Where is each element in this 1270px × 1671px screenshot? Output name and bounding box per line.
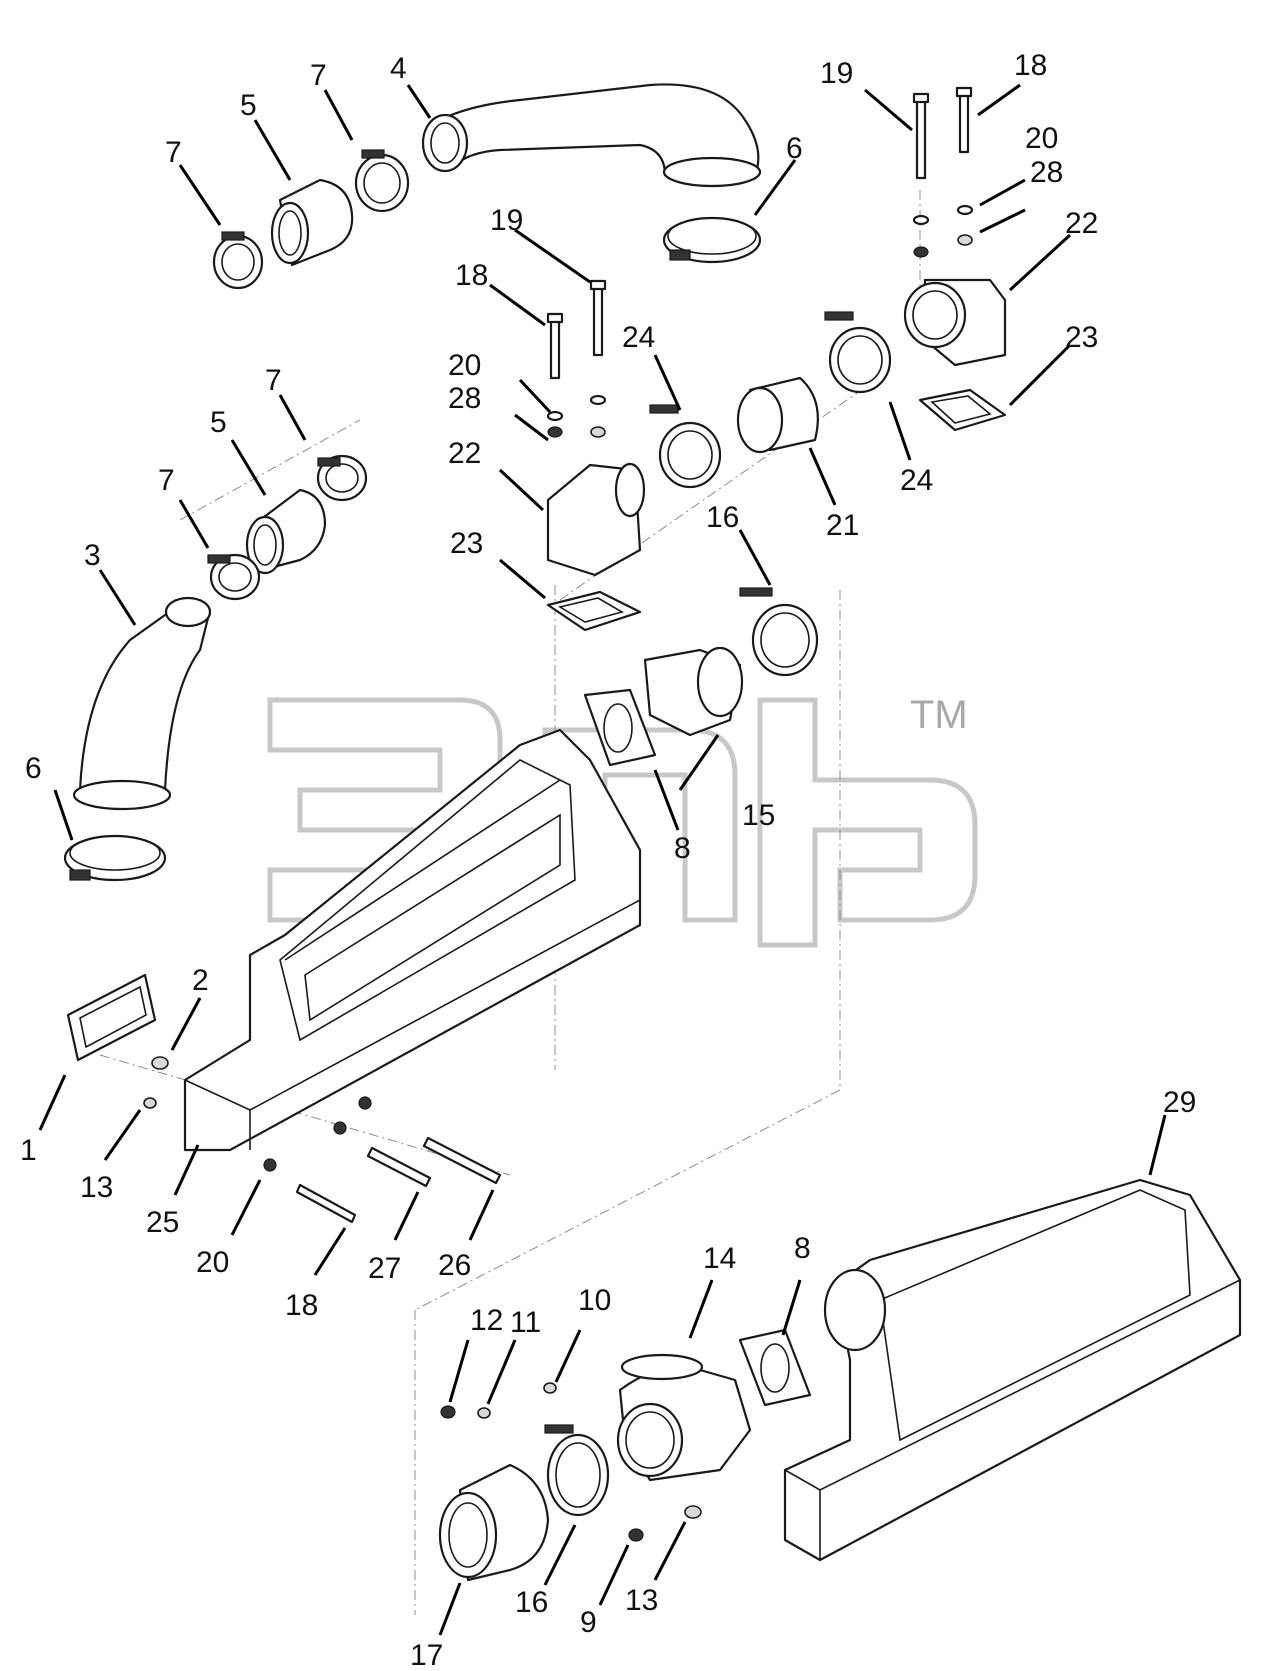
part-23-gasket-center <box>546 590 642 632</box>
callout-22: 22 <box>448 437 481 470</box>
callout-13: 13 <box>80 1171 113 1204</box>
callout-28: 28 <box>1030 156 1063 189</box>
part-18-bolt-center <box>546 312 564 380</box>
callout-1: 1 <box>20 1134 37 1167</box>
part-15-flanged-elbow <box>643 646 744 737</box>
part-18-bolt-top-right <box>955 86 973 154</box>
callout-2: 2 <box>192 964 209 997</box>
callout-23: 23 <box>1065 321 1098 354</box>
callout-19: 19 <box>490 204 523 237</box>
callout-26: 26 <box>438 1249 471 1282</box>
part-22-housing-right <box>903 278 1007 367</box>
callout-19: 19 <box>820 57 853 90</box>
part-26-bolt <box>422 1136 502 1185</box>
part-7-clamp-top-left <box>212 231 264 290</box>
callout-14: 14 <box>703 1242 736 1275</box>
callout-21: 21 <box>826 509 859 542</box>
callout-17: 17 <box>410 1639 443 1671</box>
washers-left <box>263 1096 372 1172</box>
callout-7: 7 <box>165 136 182 169</box>
callout-5: 5 <box>210 406 227 439</box>
washers-top-right <box>912 204 974 258</box>
callout-4: 4 <box>390 52 407 85</box>
callout-10: 10 <box>578 1284 611 1317</box>
part-7-clamp-top-right <box>354 149 410 213</box>
part-6-v-band-clamp-left <box>63 834 167 882</box>
part-10-fitting <box>543 1382 557 1394</box>
part-27-bolt <box>366 1146 432 1188</box>
callout-5: 5 <box>240 89 257 122</box>
callout-7: 7 <box>310 59 327 92</box>
part-18-bolt-left <box>295 1183 357 1224</box>
part-13-plug-lower <box>684 1505 702 1519</box>
callout-18: 18 <box>1014 49 1047 82</box>
callout-27: 27 <box>368 1252 401 1285</box>
part-16-clamp-lower <box>544 1424 610 1517</box>
part-19-bolt-center <box>589 279 607 357</box>
callout-16: 16 <box>515 1586 548 1619</box>
part-1-gasket-left <box>66 973 157 1062</box>
callout-28: 28 <box>448 382 481 415</box>
callout-25: 25 <box>146 1206 179 1239</box>
part-17-hose-lower <box>438 1463 550 1582</box>
callout-labels: 4 5 7 7 6 19 18 20 28 22 23 19 18 24 20 … <box>20 49 1196 1671</box>
callout-24: 24 <box>900 464 933 497</box>
part-25-manifold-left <box>183 728 642 1152</box>
callout-8: 8 <box>794 1232 811 1265</box>
callout-6: 6 <box>786 132 803 165</box>
leader-arrows <box>38 83 1167 1636</box>
callout-7: 7 <box>158 464 175 497</box>
part-3-bent-tube <box>72 596 212 811</box>
part-11-fitting <box>477 1407 491 1419</box>
part-6-v-band-clamp-top <box>662 216 762 264</box>
part-22-housing-center <box>546 462 646 577</box>
trademark-mark: TM <box>910 693 968 737</box>
washers-center <box>546 394 607 438</box>
callout-23: 23 <box>450 527 483 560</box>
part-7-clamp-mid-lower <box>207 553 261 601</box>
callout-6: 6 <box>25 752 42 785</box>
callout-22: 22 <box>1065 207 1098 240</box>
part-19-bolt-top-right <box>912 92 930 180</box>
part-9-plug <box>628 1528 644 1542</box>
part-12-fitting <box>440 1405 456 1419</box>
callout-15: 15 <box>742 799 775 832</box>
part-5-hose-mid <box>245 488 327 575</box>
callout-3: 3 <box>84 539 101 572</box>
callout-20: 20 <box>448 349 481 382</box>
part-29-manifold-right <box>783 1178 1242 1562</box>
callout-11: 11 <box>510 1306 541 1339</box>
callout-20: 20 <box>1025 122 1058 155</box>
callout-20: 20 <box>196 1246 229 1279</box>
callout-18: 18 <box>285 1289 318 1322</box>
callout-16: 16 <box>706 501 739 534</box>
part-24-clamp-center <box>649 404 722 489</box>
callout-12: 12 <box>470 1304 503 1337</box>
callout-9: 9 <box>580 1606 597 1639</box>
part-2-plug <box>151 1056 169 1070</box>
callout-18: 18 <box>455 259 488 292</box>
callout-13: 13 <box>625 1584 658 1617</box>
part-4-elbow-tube <box>421 83 762 188</box>
part-7-clamp-mid-upper <box>316 454 368 502</box>
callout-7: 7 <box>265 364 282 397</box>
part-14-elbow-flanged <box>616 1353 752 1482</box>
part-21-sleeve <box>736 376 819 454</box>
part-8-gasket-lower <box>738 1328 812 1407</box>
part-16-clamp-center-right <box>739 587 819 677</box>
part-23-gasket-right <box>918 388 1007 432</box>
callout-24: 24 <box>622 321 655 354</box>
callout-29: 29 <box>1163 1086 1196 1119</box>
part-13-plug-left <box>143 1097 157 1109</box>
part-5-hose-top <box>270 178 354 267</box>
callout-8: 8 <box>674 832 691 865</box>
part-24-clamp-right <box>824 311 892 394</box>
part-8-gasket-upper <box>583 688 657 767</box>
